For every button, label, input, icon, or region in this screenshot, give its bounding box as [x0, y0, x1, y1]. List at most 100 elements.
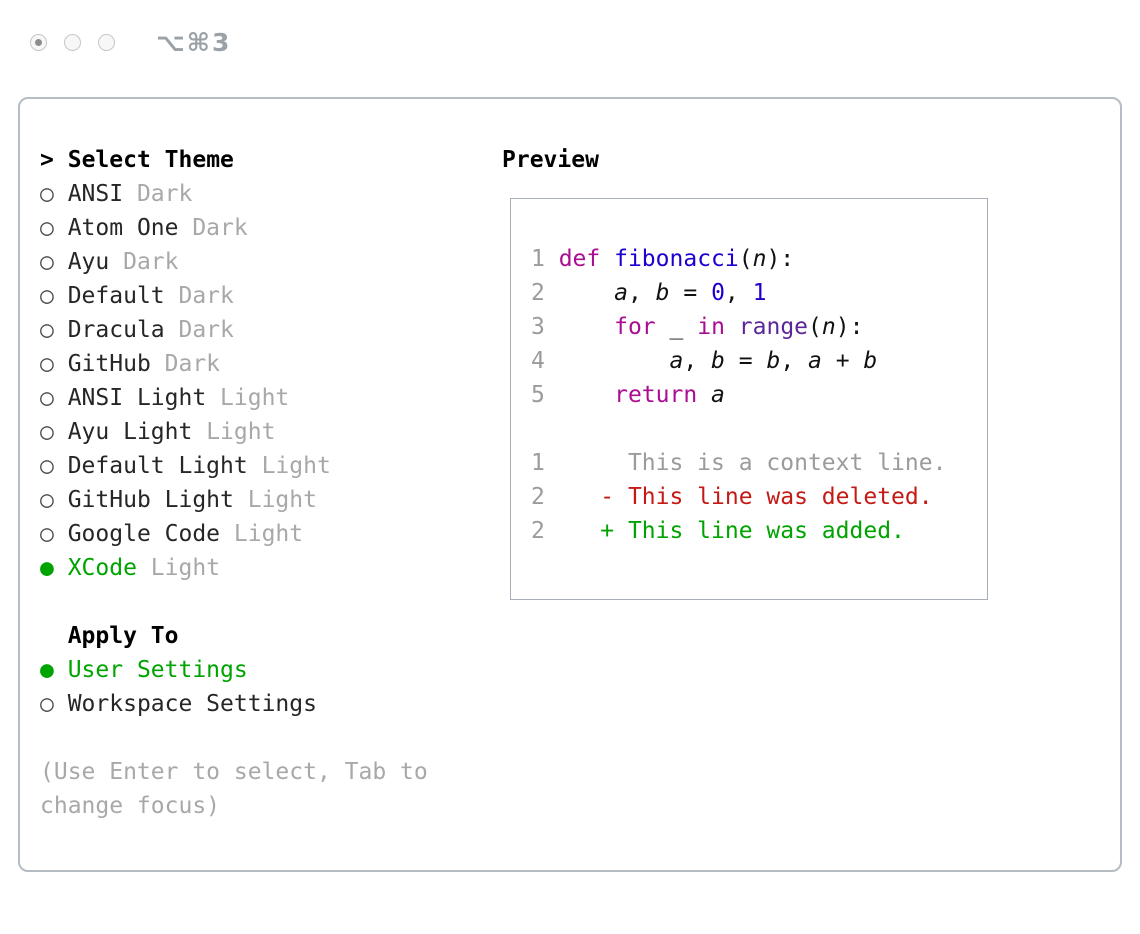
radio-icon: ○ [40, 283, 54, 309]
theme-option-label: ANSI [53, 181, 124, 207]
apply-option-workspace-settings[interactable]: ○ Workspace Settings [40, 687, 500, 721]
code-line: 1 This is a context line. [531, 446, 977, 480]
theme-option-label: XCode [53, 555, 137, 581]
code-token-pl [683, 314, 697, 340]
code-line: 2 + This line was added. [531, 514, 977, 548]
code-token-pl [697, 382, 711, 408]
theme-variant-label: Light [220, 521, 304, 547]
theme-option-label: Atom One [53, 215, 179, 241]
radio-icon: ○ [40, 351, 54, 377]
traffic-light-2[interactable] [64, 34, 81, 51]
apply-option-user-settings[interactable]: ● User Settings [40, 653, 500, 687]
theme-option-label: Dracula [53, 317, 165, 343]
code-token-var: _ [669, 314, 684, 340]
theme-variant-label: Light [206, 385, 290, 411]
code-token-kw: in [697, 314, 725, 340]
code-token-var: a [669, 348, 684, 374]
code-token-var: b [863, 348, 878, 374]
theme-option-xcode[interactable]: ● XCode Light [40, 551, 500, 585]
theme-option-dracula[interactable]: ○ Dracula Dark [40, 313, 500, 347]
code-token-pl [656, 314, 670, 340]
theme-picker-panel: > Select Theme ○ ANSI Dark○ Atom One Dar… [18, 97, 1122, 872]
radio-icon: ○ [40, 691, 54, 717]
radio-icon: ○ [40, 419, 54, 445]
code-token-pl: , [780, 348, 809, 374]
code-token-ln: 2 [531, 280, 559, 306]
theme-option-default-light[interactable]: ○ Default Light Light [40, 449, 500, 483]
theme-option-label: GitHub [53, 351, 151, 377]
code-token-fn: fibonacci [614, 246, 739, 272]
theme-option-default[interactable]: ○ Default Dark [40, 279, 500, 313]
code-token-var: a [614, 280, 628, 306]
radio-icon: ○ [40, 249, 54, 275]
code-token-kw: def [558, 246, 601, 272]
code-line: 5 return a [531, 378, 977, 412]
radio-icon: ○ [40, 317, 54, 343]
theme-variant-label: Light [233, 487, 317, 513]
theme-option-ansi[interactable]: ○ ANSI Dark [40, 177, 500, 211]
apply-option-label: Workspace Settings [53, 691, 317, 717]
hint-text-line-1: (Use Enter to select, Tab to [40, 759, 428, 785]
theme-variant-label: Dark [123, 181, 193, 207]
theme-option-github-light[interactable]: ○ GitHub Light Light [40, 483, 500, 517]
code-token-del: - This line was deleted. [558, 484, 933, 510]
code-token-ln: 5 [531, 382, 559, 408]
code-token-pl: + [821, 348, 864, 374]
code-token-pl: ): [835, 314, 864, 340]
theme-option-label: GitHub Light [53, 487, 234, 513]
window-titlebar: ⌥⌘3 [30, 28, 231, 57]
traffic-light-1[interactable] [30, 34, 47, 51]
theme-option-github[interactable]: ○ GitHub Dark [40, 347, 500, 381]
radio-icon: ○ [40, 521, 54, 547]
theme-option-ayu-light[interactable]: ○ Ayu Light Light [40, 415, 500, 449]
code-token-pl: = [669, 280, 712, 306]
theme-option-label: ANSI Light [53, 385, 207, 411]
code-line: 2 a, b = 0, 1 [531, 276, 977, 310]
theme-variant-label: Dark [164, 283, 234, 309]
theme-option-atom-one[interactable]: ○ Atom One Dark [40, 211, 500, 245]
theme-option-label: Ayu Light [53, 419, 193, 445]
code-token-var: n [752, 246, 767, 272]
apply-to-list: ● User Settings○ Workspace Settings [40, 653, 500, 721]
theme-option-ayu[interactable]: ○ Ayu Dark [40, 245, 500, 279]
code-line: 3 for _ in range(n): [531, 310, 977, 344]
focused-window-dot-icon [35, 39, 42, 46]
theme-option-ansi-light[interactable]: ○ ANSI Light Light [40, 381, 500, 415]
code-line [531, 412, 977, 446]
radio-icon: ○ [40, 385, 54, 411]
code-token-pl: , [683, 348, 712, 374]
code-token-num: 1 [752, 280, 767, 306]
theme-option-label: Default Light [53, 453, 248, 479]
theme-variant-label: Light [247, 453, 331, 479]
theme-option-label: Ayu [53, 249, 110, 275]
theme-option-google-code[interactable]: ○ Google Code Light [40, 517, 500, 551]
code-token-kw: for [614, 314, 656, 340]
code-token-add: + This line was added. [558, 518, 905, 544]
theme-option-label: Default [53, 283, 165, 309]
code-token-ln: 2 [531, 484, 559, 510]
code-token-pl [600, 246, 614, 272]
select-theme-label: Select Theme [67, 147, 234, 173]
traffic-light-3[interactable] [98, 34, 115, 51]
hint-text-line-2: change focus) [40, 793, 221, 819]
code-token-pl: , [724, 280, 753, 306]
radio-icon: ○ [40, 487, 54, 513]
theme-variant-label: Dark [164, 317, 234, 343]
radio-selected-icon: ● [40, 555, 54, 581]
code-token-pl [559, 348, 670, 374]
code-token-var: b [655, 280, 670, 306]
select-theme-title: > Select Theme [40, 143, 500, 177]
theme-list: ○ ANSI Dark○ Atom One Dark○ Ayu Dark○ De… [40, 177, 500, 585]
theme-variant-label: Light [136, 555, 221, 581]
code-token-pl [725, 314, 739, 340]
prompt-chevron: > [40, 147, 54, 173]
code-line: 1 def fibonacci(n): [531, 242, 977, 276]
code-token-ln: 1 [531, 450, 559, 476]
radio-icon: ○ [40, 215, 54, 241]
code-token-pl: ): [766, 246, 795, 272]
code-token-ln: 4 [531, 348, 559, 374]
code-token-pl: ( [808, 314, 822, 340]
theme-variant-label: Dark [178, 215, 248, 241]
code-token-var: b [766, 348, 781, 374]
